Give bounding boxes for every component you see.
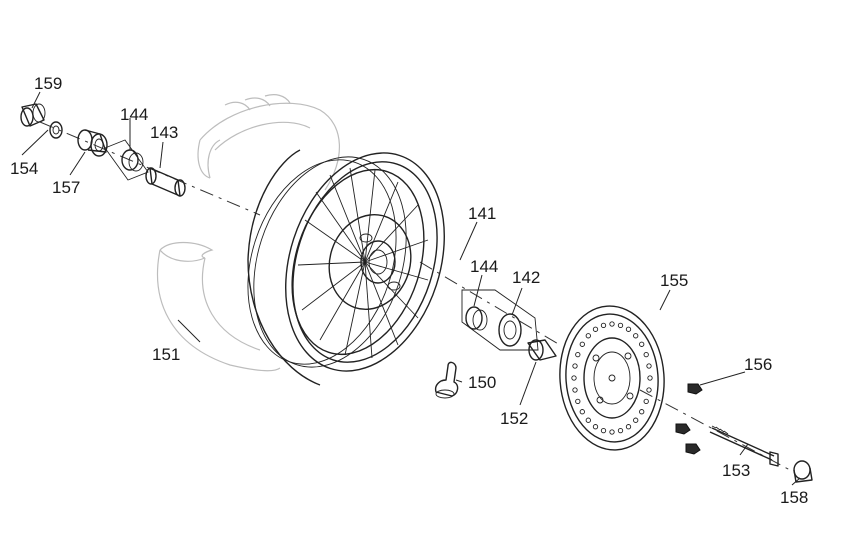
- callout-150: 150: [468, 373, 496, 392]
- disc-vent-hole: [617, 322, 624, 329]
- disc-vent-hole: [617, 427, 624, 434]
- part-156-bolts: [675, 383, 703, 455]
- disc-vent-hole: [592, 326, 599, 332]
- callout-142: 142: [512, 268, 540, 287]
- part-155-brake-disc: [559, 305, 665, 451]
- part-141-wheel-rim: [247, 149, 445, 386]
- disc-vent-hole: [572, 363, 578, 369]
- disc-vent-hole: [646, 363, 652, 369]
- disc-vent-hole: [600, 427, 607, 434]
- callout-144-right: 144: [470, 257, 498, 276]
- callout-143: 143: [150, 123, 178, 142]
- part-bearing-group-right: [461, 289, 539, 351]
- callout-155: 155: [660, 271, 688, 290]
- callout-159: 159: [34, 74, 62, 93]
- callout-152: 152: [500, 409, 528, 428]
- disc-vent-hole: [643, 398, 649, 405]
- part-157-collar: [77, 129, 108, 157]
- disc-vent-hole: [575, 351, 581, 358]
- part-159-cap: [20, 103, 46, 127]
- disc-vent-hole: [600, 322, 607, 329]
- disc-vent-hole: [571, 375, 577, 381]
- part-154-nut: [49, 121, 63, 139]
- callout-157: 157: [52, 178, 80, 197]
- disc-vent-hole: [585, 417, 591, 423]
- callout-158: 158: [780, 488, 808, 507]
- disc-vent-hole: [647, 375, 653, 381]
- disc-vent-hole: [575, 398, 581, 405]
- disc-vent-hole: [639, 341, 645, 347]
- part-158-end-cap: [793, 460, 813, 483]
- part-144-left-bearing: [104, 139, 149, 181]
- disc-vent-hole: [572, 387, 578, 393]
- disc-vent-hole: [646, 387, 652, 393]
- disc-vent-hole: [633, 417, 639, 423]
- disc-vent-hole: [609, 321, 615, 327]
- part-150-valve: [434, 361, 459, 399]
- disc-vent-hole: [625, 424, 632, 430]
- leader-lines: [21, 91, 801, 486]
- disc-vent-hole: [633, 333, 639, 339]
- part-143-spacer: [145, 167, 186, 197]
- disc-vent-hole: [579, 341, 585, 347]
- part-153-axle: [709, 425, 779, 467]
- disc-vent-hole: [643, 351, 649, 358]
- callout-154: 154: [10, 159, 38, 178]
- disc-vent-hole: [639, 409, 645, 415]
- part-152-spacer: [527, 339, 557, 361]
- callout-144-left: 144: [120, 105, 148, 124]
- part-151-rim-strip: [156, 241, 281, 372]
- part-142-seal: [498, 313, 522, 347]
- disc-vent-hole: [585, 333, 591, 339]
- part-144-right-bearing: [465, 306, 483, 330]
- disc-vent-hole: [609, 429, 615, 435]
- disc-vent-hole: [625, 326, 632, 332]
- callout-156: 156: [744, 355, 772, 374]
- part-tyre: [197, 94, 341, 191]
- disc-vent-hole: [592, 424, 599, 430]
- disc-vent-hole: [579, 409, 585, 415]
- callout-141: 141: [468, 204, 496, 223]
- callout-labels: 159 154 157 144 143 141 144 142 155 151 …: [10, 74, 808, 507]
- callout-151: 151: [152, 345, 180, 364]
- callout-153: 153: [722, 461, 750, 480]
